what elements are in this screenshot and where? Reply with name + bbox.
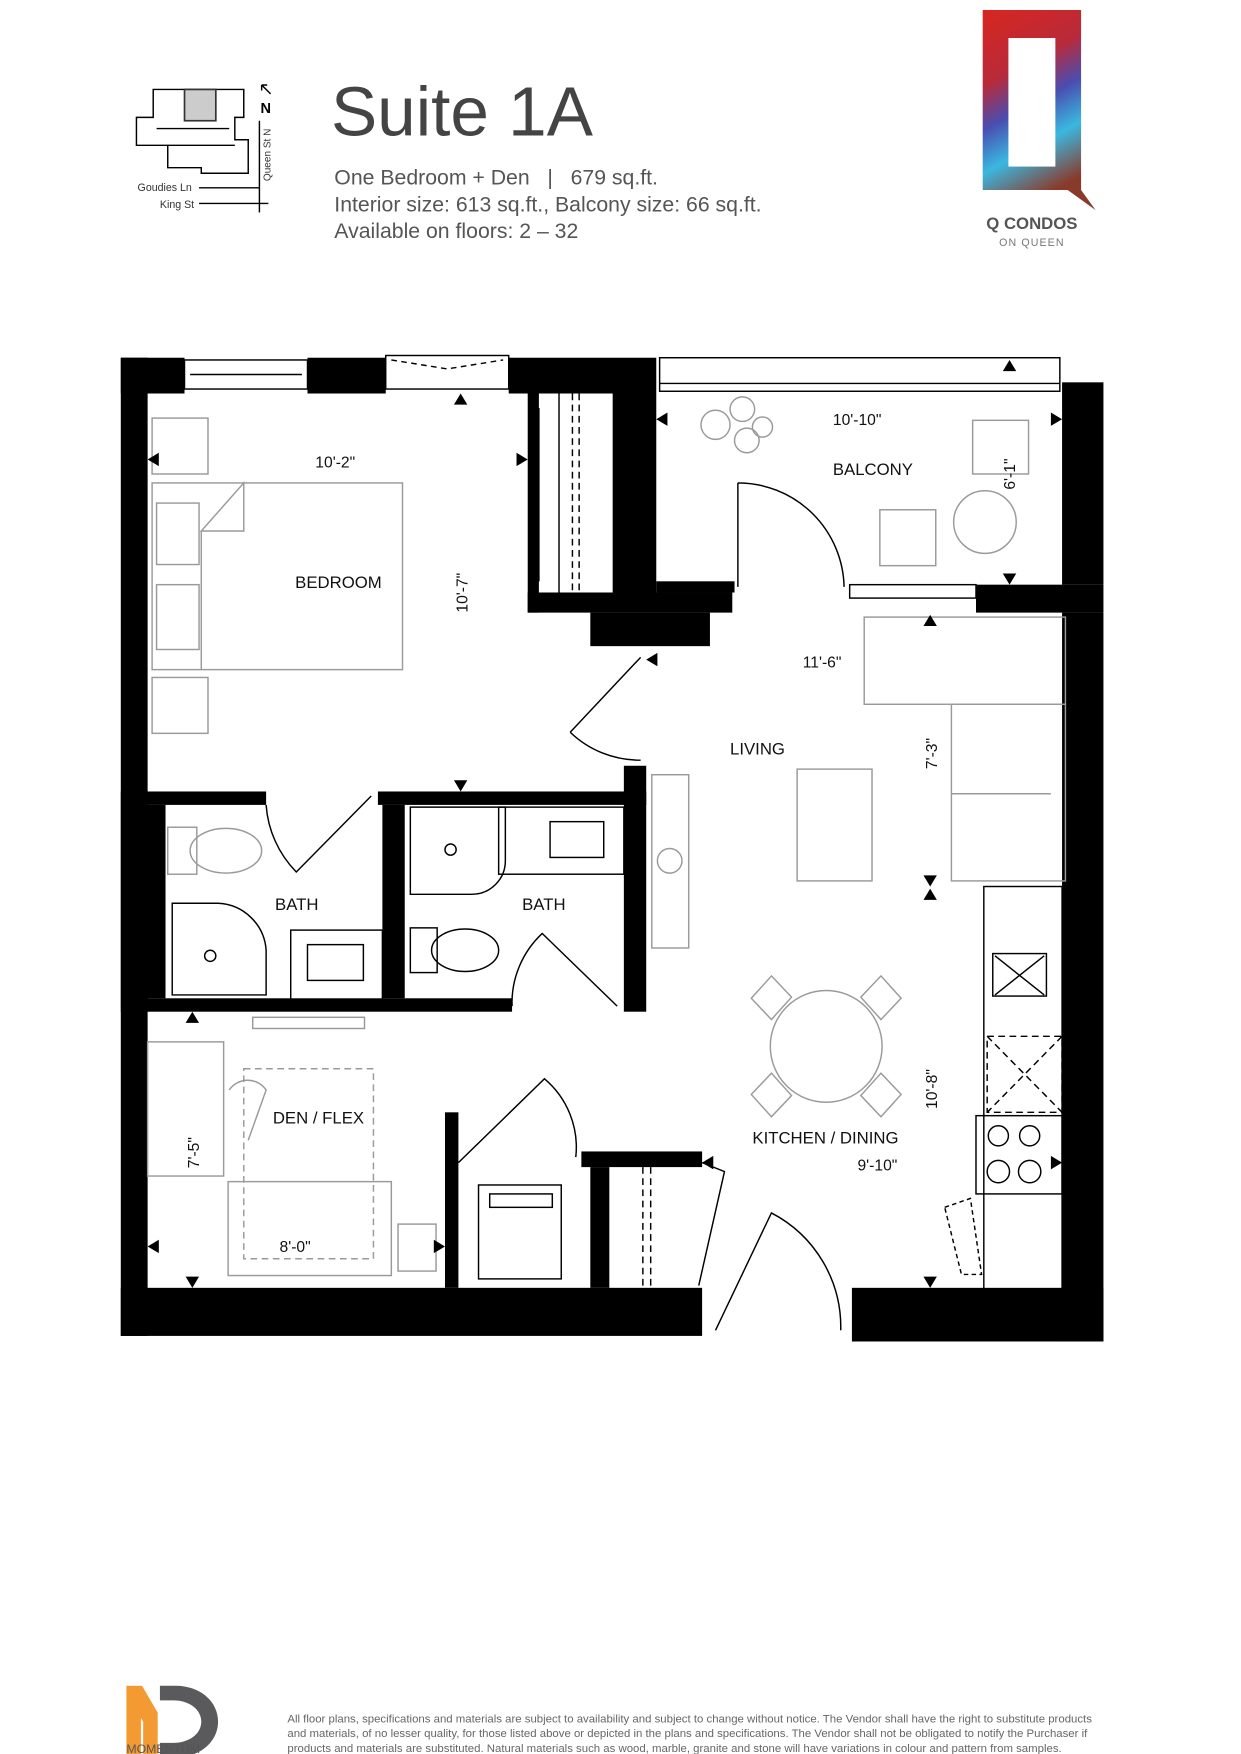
room-bath-2: BATH [522,895,565,914]
room-bath-1: BATH [275,895,318,914]
key-plan: N Queen St N Goudies Ln King St [135,84,274,213]
room-living: LIVING [730,740,785,759]
brand-tagline: ON QUEEN [999,237,1065,249]
street-queen: Queen St N [263,129,274,181]
disclaimer-line-1: All floor plans, specifications and mate… [287,1714,1092,1726]
developer-name: MOMENTUM [126,1742,200,1754]
room-bedroom: BEDROOM [295,573,382,592]
street-goudies: Goudies Ln [138,182,192,194]
disclaimer-line-3: products and materials are substituted. … [287,1743,1061,1754]
available-floors: Available on floors: 2 – 32 [334,219,578,243]
momentum-logo: MOMENTUM [126,1685,219,1754]
dim-bedroom-height: 10'-7" [454,573,471,613]
brand-name: Q CONDOS [986,214,1077,233]
dim-bedroom-width: 10'-2" [315,454,355,471]
dim-living-depth: 7'-3" [924,738,941,769]
dim-kitchen-width: 9'-10" [857,1157,897,1174]
floor-plan: BEDROOM BALCONY LIVING BATH BATH DEN / F… [120,354,1104,1342]
disclaimer-line-2: and materials, of no lesser quality, for… [287,1728,1088,1740]
unit-sizes: Interior size: 613 sq.ft., Balcony size:… [334,192,761,216]
dim-den-width: 8'-0" [280,1239,311,1256]
dim-balcony-width: 10'-10" [833,412,882,429]
dim-living-width: 11'-6" [803,654,842,671]
street-king: King St [160,199,194,211]
unit-type: One Bedroom + Den | 679 sq.ft. [334,165,658,189]
dim-den-depth: 7'-5" [186,1137,203,1168]
room-balcony: BALCONY [833,460,913,479]
q-condos-logo: Q CONDOS ON QUEEN [982,10,1096,249]
dim-balcony-depth: 6'-1" [1002,458,1019,489]
suite-title: Suite 1A [331,72,594,150]
room-den: DEN / FLEX [273,1108,364,1127]
dim-kitchen-length: 10'-8" [924,1069,941,1109]
north-arrow-icon [260,84,272,95]
north-label: N [261,101,271,117]
room-kitchen-dining: KITCHEN / DINING [752,1129,898,1148]
